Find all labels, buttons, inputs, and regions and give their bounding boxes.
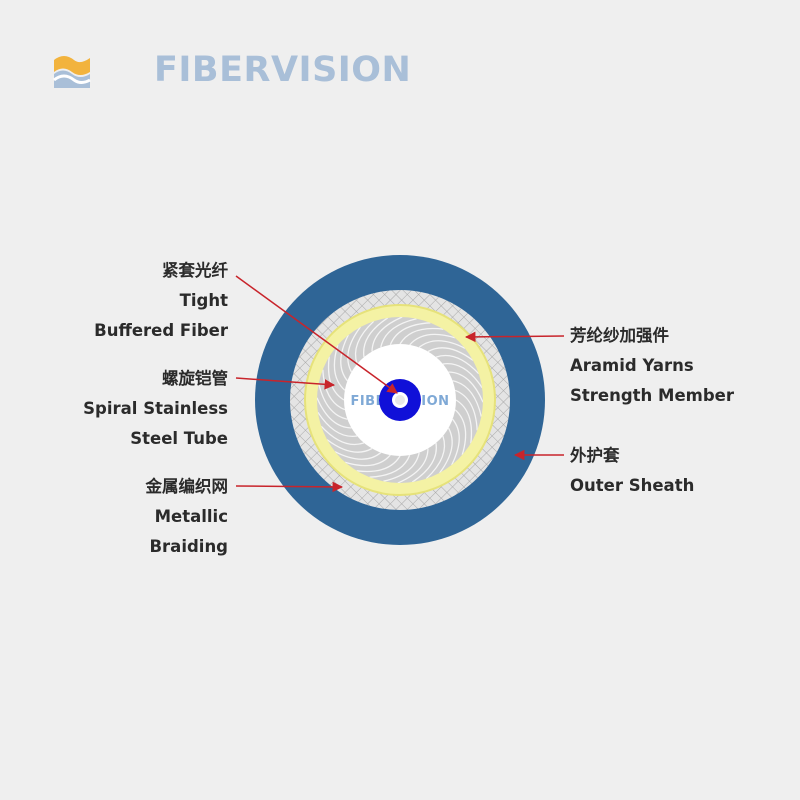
spiral-line [371, 317, 403, 352]
label-aramid-yarns-cn: 芳纶纱加强件 [570, 326, 669, 345]
spiral-line [333, 344, 346, 391]
spiral-line [397, 448, 429, 483]
spiral-line [383, 452, 420, 482]
arrow-spiral-steel-tube [235, 377, 336, 390]
label-spiral-steel-tube-cn: 螺旋铠管 [162, 369, 228, 388]
spiral-line [326, 439, 373, 453]
spiral-steel-tube-pattern [317, 317, 483, 483]
spiral-line [320, 425, 365, 446]
brand-logo-icon [53, 56, 91, 88]
spiral-line [442, 362, 483, 389]
label-metallic-braiding-en1: Metallic [154, 507, 228, 526]
spiral-line [427, 347, 474, 361]
spiral-line [334, 451, 382, 460]
label-tight-buffered-fiber-en2: Buffered Fiber [94, 321, 228, 340]
spiral-line [354, 320, 375, 365]
label-spiral-steel-tube-en1: Spiral Stainless [83, 399, 228, 418]
arrow-metallic-braiding [235, 481, 344, 493]
label-outer-sheath: 外护套 Outer Sheath [570, 441, 694, 501]
spiral-line [455, 399, 473, 444]
spiral-line [454, 409, 467, 456]
label-tight-buffered-fiber-en1: Tight [179, 291, 228, 310]
spiral-line [322, 369, 346, 411]
label-tight-buffered-fiber-cn: 紧套光纤 [162, 261, 228, 280]
spiral-line [448, 371, 483, 403]
spiral-line [435, 354, 480, 375]
label-spiral-steel-tube-en2: Steel Tube [130, 429, 228, 448]
spiral-line [340, 334, 349, 382]
spiral-line [344, 454, 391, 467]
spiral-line [317, 411, 358, 438]
brand-logo: FIBERVISION [50, 48, 411, 92]
spiral-line [318, 383, 348, 420]
label-aramid-yarns: 芳纶纱加强件 Aramid Yarns Strength Member [570, 321, 734, 411]
spiral-line [439, 427, 453, 474]
label-metallic-braiding-en2: Braiding [149, 537, 228, 556]
spiral-line [454, 389, 478, 431]
label-metallic-braiding: 金属编织网 Metallic Braiding [146, 472, 229, 562]
spiral-line [369, 454, 411, 478]
spiral-line [399, 327, 444, 345]
spiral-line [380, 318, 417, 348]
label-tight-buffered-fiber: 紧套光纤 Tight Buffered Fiber [94, 256, 228, 346]
spiral-line [451, 418, 460, 466]
label-outer-sheath-cn: 外护套 [570, 446, 620, 465]
arrow-tight-buffered-fiber [235, 275, 398, 394]
arrow-aramid-yarns [464, 331, 565, 343]
spiral-line [356, 455, 401, 473]
spiral-line [389, 322, 431, 346]
spiral-line [418, 340, 466, 349]
brand-name: FIBERVISION [154, 50, 412, 90]
label-aramid-yarns-en1: Aramid Yarns [570, 356, 694, 375]
spiral-line [409, 333, 456, 346]
spiral-line [425, 435, 446, 480]
spiral-line [347, 326, 361, 373]
spiral-line [411, 442, 438, 483]
label-aramid-yarns-en2: Strength Member [570, 386, 734, 405]
fiber-center-dot [395, 395, 405, 405]
label-metallic-braiding-cn: 金属编织网 [145, 477, 229, 496]
spiral-line [317, 397, 352, 429]
spiral-line [362, 317, 389, 358]
label-spiral-steel-tube: 螺旋铠管 Spiral Stainless Steel Tube [83, 364, 228, 454]
spiral-line [452, 380, 482, 417]
label-outer-sheath-en1: Outer Sheath [570, 476, 695, 495]
